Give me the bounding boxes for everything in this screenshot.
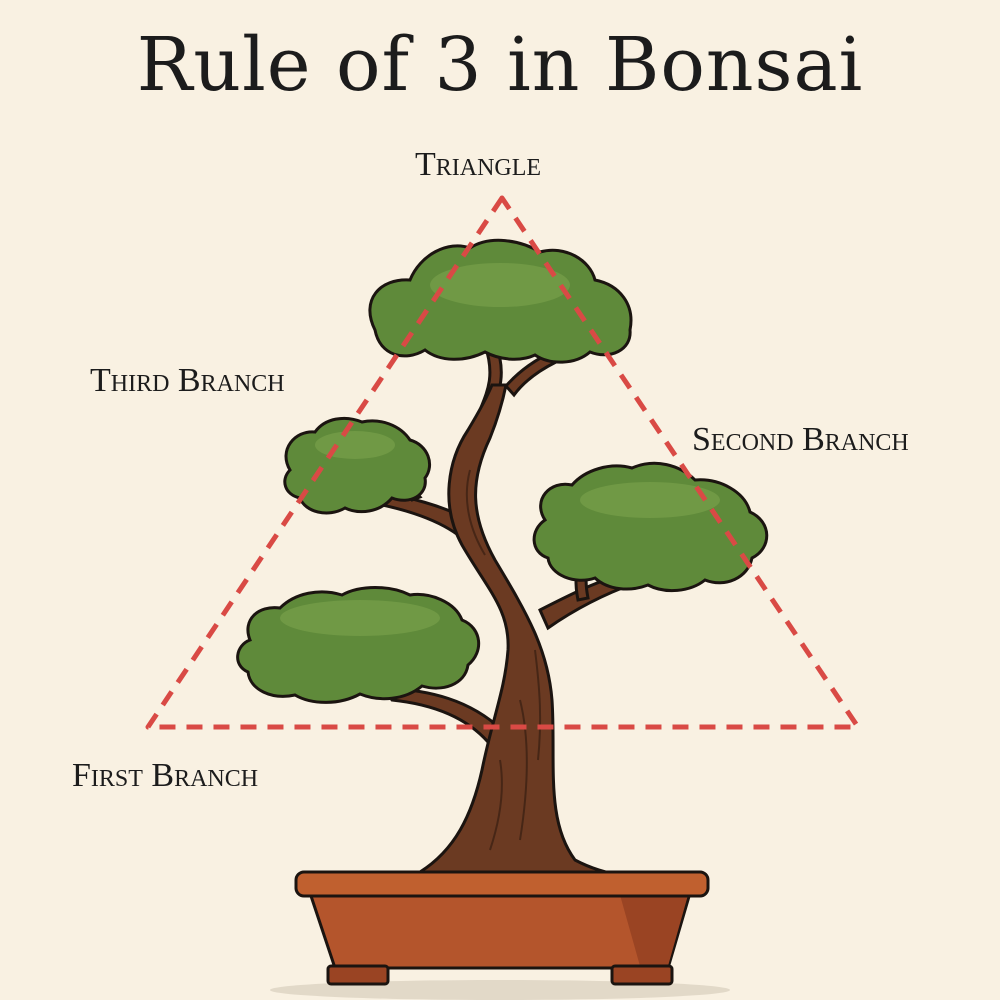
trunk (414, 383, 626, 878)
trunk-texture (465, 469, 542, 851)
pot-foot-left (326, 964, 390, 986)
pot-shading (620, 895, 688, 966)
bonsai-pot (294, 870, 710, 986)
label-triangle: Triangle (415, 146, 542, 183)
label-first-branch: First Branch (72, 757, 259, 794)
pot-rim (294, 870, 710, 898)
label-third-branch: Third Branch (90, 362, 285, 399)
diagram-title: Rule of 3 in Bonsai (136, 22, 864, 108)
pot-foot-right (610, 964, 674, 986)
label-second-branch: Second Branch (692, 421, 909, 458)
